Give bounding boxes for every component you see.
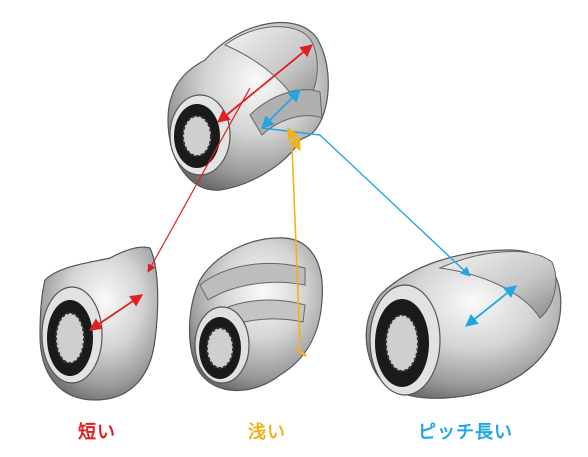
blue-pitch-arrow [261,89,301,129]
yellow-connector-line [291,144,301,346]
red-pointer-arrow [147,87,251,273]
blue-pointer-arrow [319,134,471,277]
blue-long-pitch-arrow [465,285,517,327]
shallow-annotation [287,126,307,357]
red-short-arrow [88,294,144,331]
short-annotation [88,44,313,331]
long-pitch-screw-element [365,249,562,399]
reference-screw-element [167,21,329,191]
long-pitch-annotation [261,89,517,327]
label-short: 短い [78,422,116,443]
red-length-arrow [217,44,313,123]
label-shallow: 浅い [248,422,286,443]
yellow-shallow-mark [295,347,307,357]
yellow-depth-arrow [287,126,301,152]
label-long-pitch: ピッチ長い [418,422,513,443]
shallow-screw-element [189,237,323,392]
